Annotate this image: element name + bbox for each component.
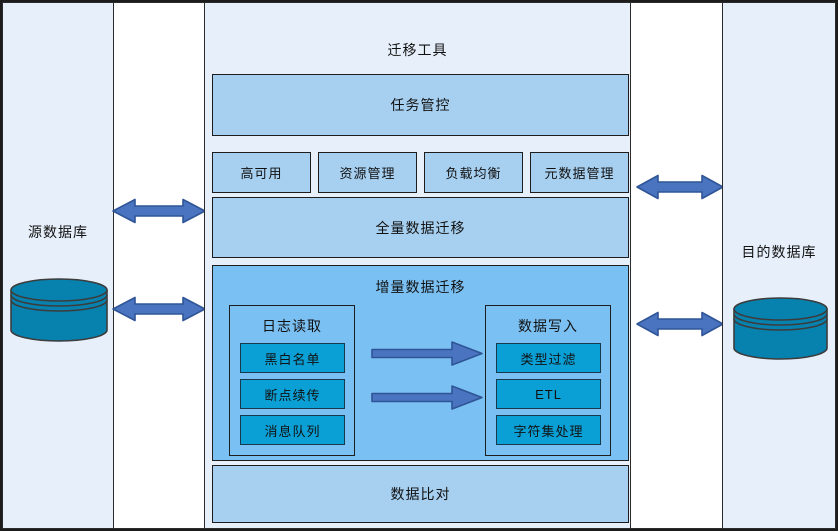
feature-box-resource-management: 资源管理 — [318, 152, 417, 193]
chip-label: 类型过滤 — [520, 351, 577, 367]
chip-label: 黑白名单 — [264, 351, 321, 367]
feature-box-metadata-management: 元数据管理 — [530, 152, 629, 193]
feature-row: 高可用 资源管理 负载均衡 元数据管理 — [212, 152, 629, 193]
chip-charset-processing: 字符集处理 — [496, 415, 601, 445]
feature-box-high-availability: 高可用 — [212, 152, 311, 193]
full-data-migration-box: 全量数据迁移 — [212, 197, 629, 258]
feature-label: 高可用 — [240, 166, 283, 181]
migration-tool-title: 迁移工具 — [387, 42, 448, 58]
chip-blacklist-whitelist: 黑白名单 — [240, 343, 345, 373]
chip-type-filter: 类型过滤 — [496, 343, 601, 373]
target-database-panel: 目的数据库 — [722, 2, 836, 529]
target-database-cylinder-icon — [733, 297, 828, 360]
incremental-target-double-arrow-icon — [636, 311, 724, 337]
chip-label: 字符集处理 — [513, 423, 584, 439]
source-database-cylinder-icon — [10, 278, 108, 342]
chip-etl: ETL — [496, 379, 601, 409]
incremental-migration-box: 增量数据迁移 日志读取 黑白名单 断点续传 消息队列 数据写 — [212, 265, 629, 461]
chip-label: ETL — [535, 386, 562, 402]
task-control-box: 任务管控 — [212, 74, 629, 136]
data-comparison-label: 数据比对 — [390, 486, 451, 502]
log-to-write-arrow-top-icon — [371, 341, 483, 366]
source-incremental-double-arrow-icon — [112, 296, 206, 322]
chip-label: 消息队列 — [264, 423, 321, 439]
task-control-label: 任务管控 — [390, 97, 451, 113]
source-database-panel: 源数据库 — [2, 2, 114, 529]
incremental-migration-title: 增量数据迁移 — [375, 279, 466, 295]
feature-box-load-balancing: 负载均衡 — [424, 152, 523, 193]
target-database-label: 目的数据库 — [741, 244, 817, 260]
data-writer-box: 数据写入 类型过滤 ETL 字符集处理 — [485, 305, 611, 456]
log-reader-box: 日志读取 黑白名单 断点续传 消息队列 — [229, 305, 355, 456]
chip-label: 断点续传 — [264, 387, 321, 403]
right-connector-lane — [630, 2, 723, 529]
log-reader-title: 日志读取 — [262, 318, 322, 334]
feature-label: 元数据管理 — [544, 166, 615, 181]
data-writer-title: 数据写入 — [518, 318, 578, 334]
full-data-migration-label: 全量数据迁移 — [375, 219, 466, 236]
source-full-migration-double-arrow-icon — [112, 198, 206, 224]
full-migration-target-double-arrow-icon — [636, 174, 724, 200]
left-connector-lane — [113, 2, 205, 529]
chip-message-queue: 消息队列 — [240, 415, 345, 445]
chip-resume-transfer: 断点续传 — [240, 379, 345, 409]
data-comparison-box: 数据比对 — [212, 465, 629, 523]
migration-tool-panel: 迁移工具 任务管控 高可用 资源管理 负载均衡 元数据管理 全量数据迁移 增量数… — [204, 2, 631, 529]
feature-label: 负载均衡 — [445, 166, 502, 181]
source-database-label: 源数据库 — [28, 224, 88, 240]
log-to-write-arrow-bottom-icon — [371, 385, 483, 410]
feature-label: 资源管理 — [339, 166, 396, 181]
